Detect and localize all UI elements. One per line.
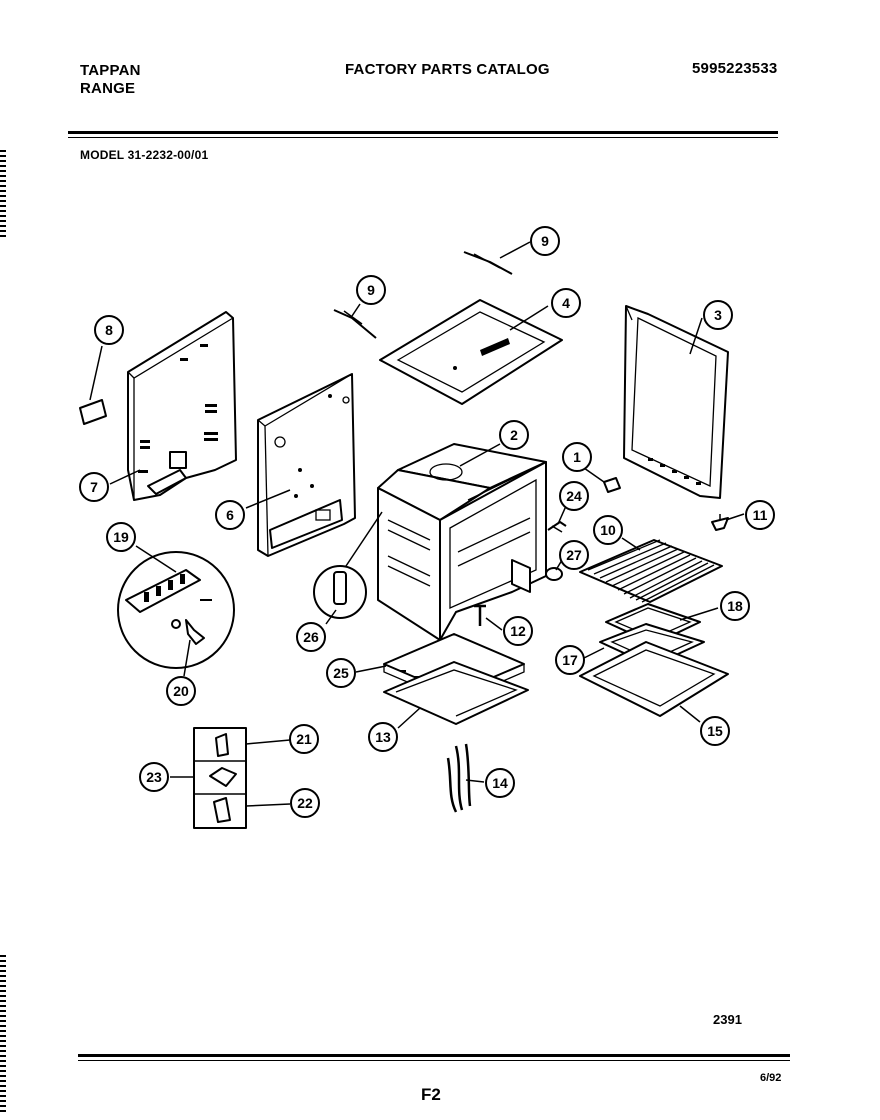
top-bracket-part <box>463 251 513 275</box>
callout-10: 10 <box>593 515 623 545</box>
svg-text:9: 9 <box>367 282 375 298</box>
footer-rule-thin <box>78 1060 790 1061</box>
rating-label-part <box>79 399 107 425</box>
svg-text:11: 11 <box>753 507 768 523</box>
callout-1: 1 <box>562 442 592 472</box>
callout-22: 22 <box>290 788 320 818</box>
callout-27: 27 <box>559 540 589 570</box>
svg-text:23: 23 <box>146 769 162 785</box>
callout-13: 13 <box>368 722 398 752</box>
callout-8: 8 <box>94 315 124 345</box>
svg-text:15: 15 <box>707 723 723 739</box>
callout-24: 24 <box>559 481 589 511</box>
screw-part <box>474 604 486 626</box>
callout-3: 3 <box>703 300 733 330</box>
svg-text:10: 10 <box>600 522 616 538</box>
svg-text:2: 2 <box>510 427 518 443</box>
callout-2: 2 <box>499 420 529 450</box>
svg-text:21: 21 <box>296 731 312 747</box>
svg-text:17: 17 <box>562 652 578 668</box>
svg-text:1: 1 <box>573 449 581 465</box>
svg-text:13: 13 <box>375 729 391 745</box>
figure-number: 2391 <box>713 1012 742 1027</box>
brand-name: TAPPAN <box>80 62 141 79</box>
catalog-part-number: 5995223533 <box>692 60 778 77</box>
callout-19: 19 <box>106 522 136 552</box>
callout-7: 7 <box>79 472 109 502</box>
catalog-title: FACTORY PARTS CATALOG <box>345 61 550 78</box>
svg-text:24: 24 <box>566 488 582 504</box>
svg-text:7: 7 <box>90 479 98 495</box>
callout-25: 25 <box>326 658 356 688</box>
model-number: MODEL 31-2232-00/01 <box>80 148 209 162</box>
oven-rack-part <box>579 539 723 603</box>
grommet-part <box>545 567 563 581</box>
clip-part <box>547 521 567 533</box>
header-rule <box>68 131 778 134</box>
callout-23: 23 <box>139 762 169 792</box>
side-panel-part <box>257 373 356 557</box>
drawer-bottom-part <box>383 661 529 725</box>
callout-15: 15 <box>700 716 730 746</box>
svg-text:6: 6 <box>226 507 234 523</box>
door-frame-part <box>623 305 729 499</box>
svg-text:9: 9 <box>541 233 549 249</box>
header-rule-thin <box>68 137 778 138</box>
svg-text:12: 12 <box>510 623 526 639</box>
bake-element-detail <box>313 511 383 619</box>
oven-cabinet-part <box>377 443 547 641</box>
svg-text:4: 4 <box>562 295 570 311</box>
callout-20: 20 <box>166 676 196 706</box>
callout-12: 12 <box>503 616 533 646</box>
callout-4: 4 <box>551 288 581 318</box>
leveling-leg-part <box>711 514 729 531</box>
rear-panel-part <box>127 311 237 501</box>
callout-9-left: 9 <box>356 275 386 305</box>
door-panel-part <box>579 641 729 717</box>
callout-17: 17 <box>555 645 585 675</box>
leader-lines <box>89 241 745 807</box>
callout-18: 18 <box>720 591 750 621</box>
svg-text:25: 25 <box>333 665 349 681</box>
scan-edge-mark <box>0 955 6 1115</box>
page-code: F2 <box>421 1085 441 1104</box>
top-bracket-part <box>333 309 377 339</box>
brand-block: TAPPAN RANGE <box>80 62 141 98</box>
svg-text:14: 14 <box>492 775 508 791</box>
callout-11: 11 <box>745 500 775 530</box>
scan-edge-mark <box>0 150 6 240</box>
knob-part <box>603 477 621 493</box>
svg-text:18: 18 <box>727 598 743 614</box>
product-type: RANGE <box>80 80 136 97</box>
svg-text:22: 22 <box>297 795 313 811</box>
svg-text:27: 27 <box>566 547 582 563</box>
svg-text:8: 8 <box>105 322 113 338</box>
callout-21: 21 <box>289 724 319 754</box>
wire-harness-part <box>446 743 472 813</box>
svg-text:20: 20 <box>173 683 189 699</box>
callout-26: 26 <box>296 622 326 652</box>
svg-text:3: 3 <box>714 307 722 323</box>
callout-6: 6 <box>215 500 245 530</box>
callout-14: 14 <box>485 768 515 798</box>
callout-9-right: 9 <box>530 226 560 256</box>
footer-rule <box>78 1054 790 1057</box>
svg-text:26: 26 <box>303 629 319 645</box>
clip-set-stack <box>193 727 247 829</box>
cooktop-panel-part <box>379 299 563 405</box>
revision-date: 6/92 <box>760 1072 782 1084</box>
terminal-block-detail <box>117 551 235 669</box>
svg-text:19: 19 <box>113 529 129 545</box>
